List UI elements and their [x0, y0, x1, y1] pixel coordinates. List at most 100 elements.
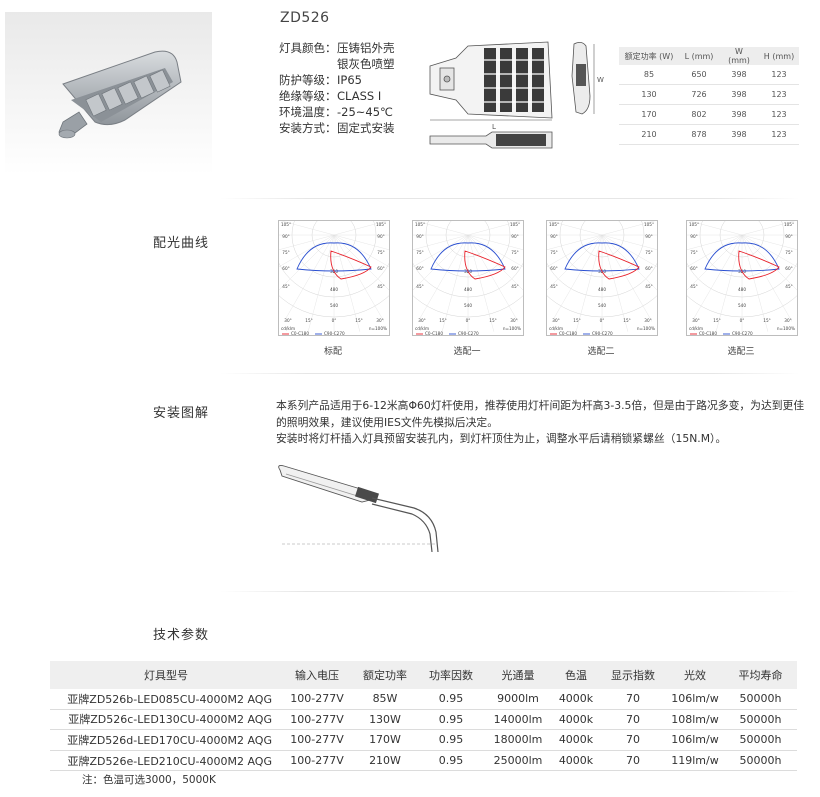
tech-cell: 亚牌ZD526b-LED085CU-4000M2 AQG [50, 689, 282, 710]
size-header-cell: H (mm) [759, 47, 799, 65]
size-cell: 398 [719, 104, 759, 125]
polar-unit-label: cd/klm [549, 326, 563, 331]
polar-curve-chart: 105°90°75°60°45°105°90°75°60°45°30°15°0°… [642, 152, 820, 336]
polar-angle-label: 30° [418, 318, 425, 323]
tech-cell: 9000lm [484, 689, 552, 710]
polar-eta-label: n=100% [503, 326, 521, 331]
polar-angle-label: 30° [376, 318, 383, 323]
polar-angle-label: 60° [550, 266, 557, 271]
tech-cell: 106lm/w [666, 729, 724, 751]
tech-header-cell: 光效 [666, 661, 724, 689]
spec-value: -25~45℃ [337, 105, 393, 119]
curve-caption: 选配二 [587, 347, 615, 357]
street-light-image [58, 50, 182, 139]
c90-curve [564, 242, 640, 272]
polar-eta-label: n=100% [369, 326, 387, 331]
polar-angle-label: 75° [645, 250, 652, 255]
spec-row: 安装方式：固定式安装 [279, 120, 395, 136]
polar-curve-chart: 105°90°75°60°45°105°90°75°60°45°30°15°0°… [234, 152, 434, 336]
tech-cell: 25000lm [484, 750, 552, 772]
install-paragraph: 安装时将灯杆插入灯具预留安装孔内，到灯杆顶住为止，调整水平后请稍锁紧螺丝（15N… [276, 432, 727, 445]
polar-grid-spoke [467, 234, 495, 332]
tech-header-cell: 平均寿命 [724, 661, 797, 689]
polar-ring-label: 480 [598, 287, 606, 292]
polar-curve-svg: 105°90°75°60°45°105°90°75°60°45°30°15°0°… [642, 152, 820, 336]
dim-l-label: L [492, 123, 496, 131]
polar-angle-label: 105° [415, 222, 425, 227]
polar-angle-label: 15° [573, 318, 580, 323]
size-cell: 123 [759, 104, 799, 125]
polar-angle-label: 75° [377, 250, 384, 255]
tech-cell: 100-277V [282, 750, 352, 772]
polar-curve-chart: 105°90°75°60°45°105°90°75°60°45°30°15°0°… [368, 152, 568, 336]
curve-caption: 标配 [323, 347, 342, 357]
polar-angle-label: 15° [355, 318, 362, 323]
polar-grid-spoke [601, 234, 629, 332]
polar-angle-label: 15° [439, 318, 446, 323]
tech-cell: 50000h [724, 750, 797, 772]
tech-cell: 70 [600, 750, 666, 772]
c90-curve [704, 242, 780, 272]
tech-cell: 70 [600, 689, 666, 710]
section-divider [220, 591, 800, 592]
spec-value: CLASS I [337, 89, 382, 103]
spec-value: IP65 [337, 73, 362, 87]
polar-angle-label: 75° [690, 250, 697, 255]
spec-key: 灯具颜色： [279, 41, 337, 55]
polar-angle-label: 90° [511, 234, 518, 239]
polar-angle-label: 90° [645, 234, 652, 239]
legend-label-c90: C90-C270 [732, 331, 753, 335]
polar-ring-label: 480 [464, 287, 472, 292]
polar-eta-label: n=100% [637, 326, 655, 331]
polar-angle-label: 60° [282, 266, 289, 271]
size-cell: 123 [759, 84, 799, 105]
tech-header-cell: 显示指数 [600, 661, 666, 689]
polar-angle-label: 45° [645, 284, 652, 289]
polar-ring-label: 540 [330, 303, 338, 308]
polar-grid-spoke [715, 234, 743, 332]
size-cell: 398 [719, 84, 759, 105]
spec-value: 固定式安装 [337, 121, 395, 135]
tech-cell: 100-277V [282, 689, 352, 710]
tech-header-cell: 光通量 [484, 661, 552, 689]
size-cell: 398 [719, 65, 759, 85]
polar-grid-spoke [741, 234, 820, 257]
tech-section-label: 技术参数 [153, 628, 210, 643]
spec-key [279, 56, 337, 72]
dimension-drawing: L W [429, 41, 604, 149]
polar-angle-label: 75° [282, 250, 289, 255]
size-cell: 802 [679, 104, 719, 125]
tech-cell: 108lm/w [666, 709, 724, 731]
tech-header-cell: 色温 [552, 661, 600, 689]
curve-caption: 选配三 [727, 347, 755, 357]
tech-cell: 18000lm [484, 729, 552, 751]
polar-angle-label: 105° [510, 222, 520, 227]
polar-angle-label: 0° [600, 318, 605, 323]
legend-label-c90: C90-C270 [458, 331, 479, 335]
polar-angle-label: 75° [511, 250, 518, 255]
polar-grid-spoke [741, 213, 820, 236]
polar-angle-label: 90° [282, 234, 289, 239]
legend-label-c0: C0-C180 [291, 331, 309, 335]
spec-value: 压铸铝外壳 [337, 41, 395, 55]
polar-angle-label: 15° [489, 318, 496, 323]
size-cell: 398 [719, 124, 759, 145]
polar-grid-spoke [333, 234, 385, 322]
polar-ring-label: 540 [464, 303, 472, 308]
polar-angle-label: 15° [763, 318, 770, 323]
size-cell: 170 [619, 104, 679, 125]
dim-w-label: W [597, 76, 604, 84]
polar-grid-spoke [741, 234, 793, 322]
polar-ring-label: 540 [738, 303, 746, 308]
polar-angle-label: 45° [511, 284, 518, 289]
section-divider [220, 373, 800, 374]
spec-key: 绝缘等级： [279, 89, 337, 103]
tech-header-cell: 额定功率 [352, 661, 418, 689]
legend-label-c0: C0-C180 [699, 331, 717, 335]
c0-curve [738, 250, 780, 280]
polar-grid-spoke [575, 234, 603, 332]
